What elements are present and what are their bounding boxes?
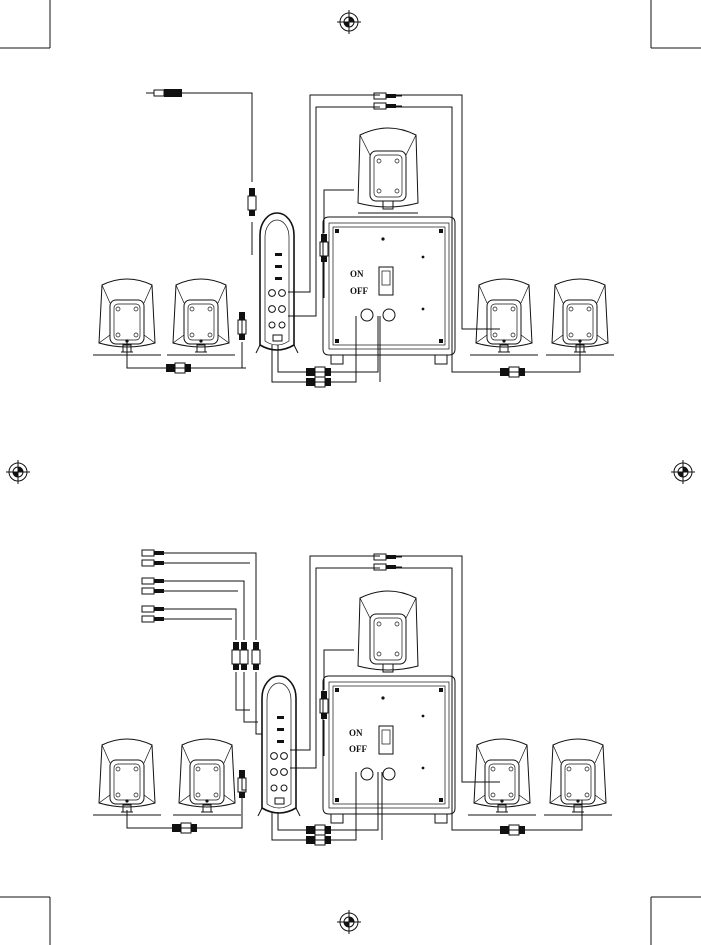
diagram-5-1-input: ON OFF [93,550,612,845]
speaker-icon [470,279,538,355]
rca-plug-icon [320,691,328,719]
control-unit-icon [258,676,300,816]
rca-plug-icon [248,188,256,216]
speaker-icon [544,739,612,815]
power-on-label: ON [350,269,364,279]
speaker-icon [93,739,161,815]
speaker-icon [93,279,161,355]
rca-plug-icon [142,550,170,566]
rca-plug-icon [240,642,248,670]
power-off-label: OFF [349,744,367,754]
stereo-jack-icon [146,89,182,97]
rca-plug-icon [142,578,170,594]
power-on-label: ON [349,728,363,738]
rca-plug-icon [252,642,260,670]
speaker-icon [468,739,536,815]
rca-plug-icon [142,606,170,622]
speaker-icon [546,279,614,355]
subwoofer-icon [323,217,455,364]
speaker-icon [358,591,418,676]
speaker-icon [358,128,418,213]
speaker-icon [173,739,241,815]
rca-plug-icon [320,234,328,262]
power-off-label: OFF [350,286,368,296]
rca-plug-icon [232,642,240,670]
speaker-icon [167,279,235,355]
diagram-stereo-input: ON OFF [93,89,614,387]
control-unit-icon [256,213,298,353]
subwoofer-icon [323,676,455,823]
